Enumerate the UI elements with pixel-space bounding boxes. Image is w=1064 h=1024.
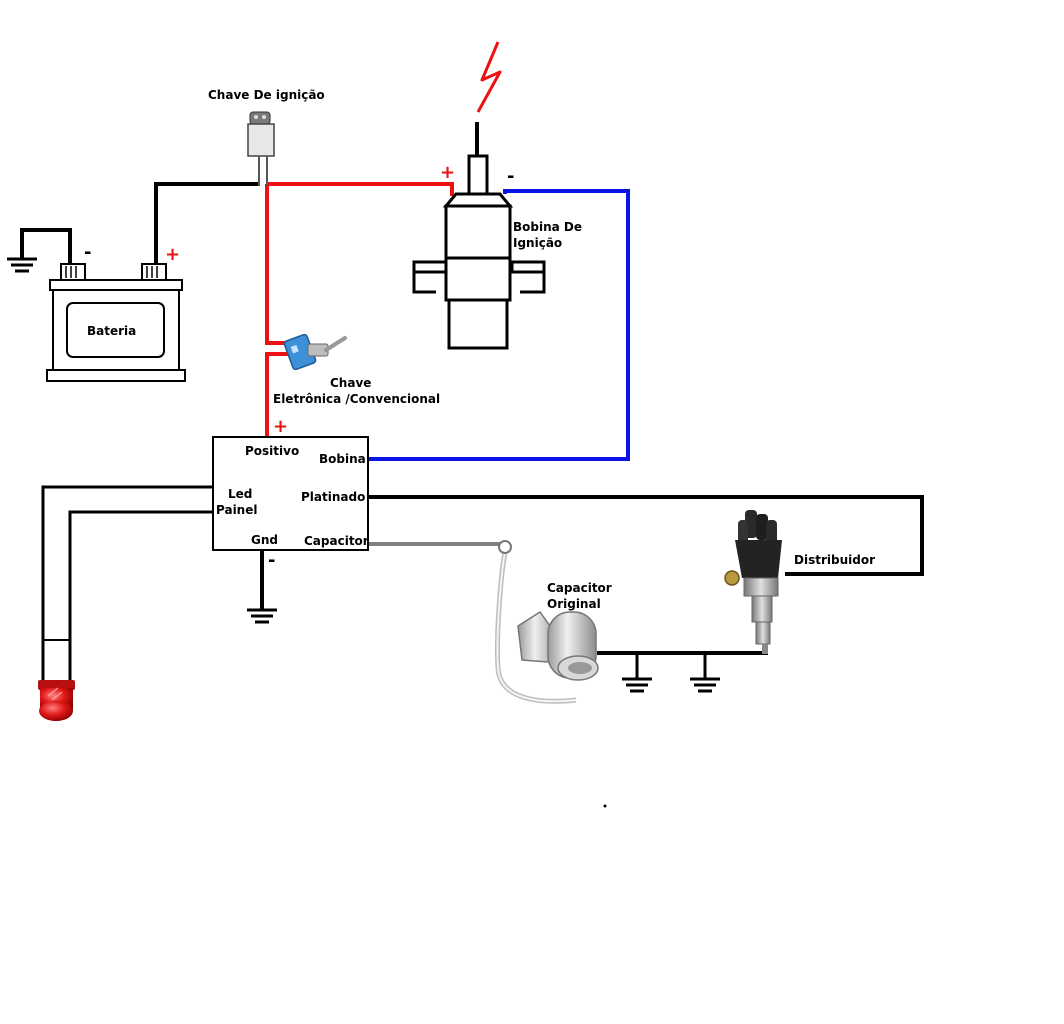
module-positive-label: Positivo <box>245 444 299 458</box>
battery-ground-icon <box>7 257 37 273</box>
stray-dot <box>603 804 607 808</box>
ignition-key-icon <box>247 111 275 186</box>
coil-label-line2: Ignição <box>513 236 562 250</box>
battery-positive-sign: + <box>165 244 180 265</box>
module-led-label-line1: Led <box>228 487 252 501</box>
capacitor-label-line1: Capacitor <box>547 581 612 595</box>
module-ground-icon <box>247 608 277 624</box>
module-capacitor-label: Capacitor <box>304 534 369 548</box>
module-coil-label: Bobina <box>319 452 366 466</box>
ignition-coil-icon <box>412 154 546 350</box>
coil-negative-sign: - <box>507 166 514 187</box>
led-wire-outer <box>41 485 214 680</box>
switch-label-line1: Chave <box>330 376 371 390</box>
key-to-switch-wire <box>265 184 290 345</box>
coil-positive-sign: + <box>440 162 455 183</box>
switch-label-line2: Eletrônica /Convencional <box>273 392 440 406</box>
module-positive-sign: + <box>273 416 288 437</box>
battery-label: Bateria <box>87 324 136 338</box>
distributor-icon <box>724 510 782 654</box>
ignition-key-label: Chave De ignição <box>208 88 325 102</box>
key-to-coil-positive-wire <box>267 182 454 196</box>
toggle-switch-icon <box>283 333 347 371</box>
module-points-label: Platinado <box>301 490 365 504</box>
distributor-ground-icon <box>690 677 720 693</box>
module-ground-sign: - <box>268 550 275 571</box>
coil-negative-wire <box>369 189 630 461</box>
switch-to-module-wire <box>265 352 290 437</box>
led-wire-inner <box>68 510 214 680</box>
capacitor-icon <box>494 540 599 704</box>
capacitor-label-line2: Original <box>547 597 601 611</box>
battery-icon <box>46 263 186 382</box>
battery-ground-wire <box>20 228 72 264</box>
battery-positive-wire <box>154 182 259 264</box>
distributor-label: Distribuidor <box>794 553 875 567</box>
spark-icon <box>476 41 502 113</box>
led-icon <box>38 680 75 721</box>
points-wire <box>369 495 924 576</box>
coil-label-line1: Bobina De <box>513 220 582 234</box>
electronic-module <box>212 436 369 551</box>
module-gnd-label: Gnd <box>251 533 278 547</box>
module-led-label-line2: Painel <box>216 503 257 517</box>
battery-negative-sign: - <box>84 242 91 263</box>
capacitor-ground-icon <box>622 677 652 693</box>
